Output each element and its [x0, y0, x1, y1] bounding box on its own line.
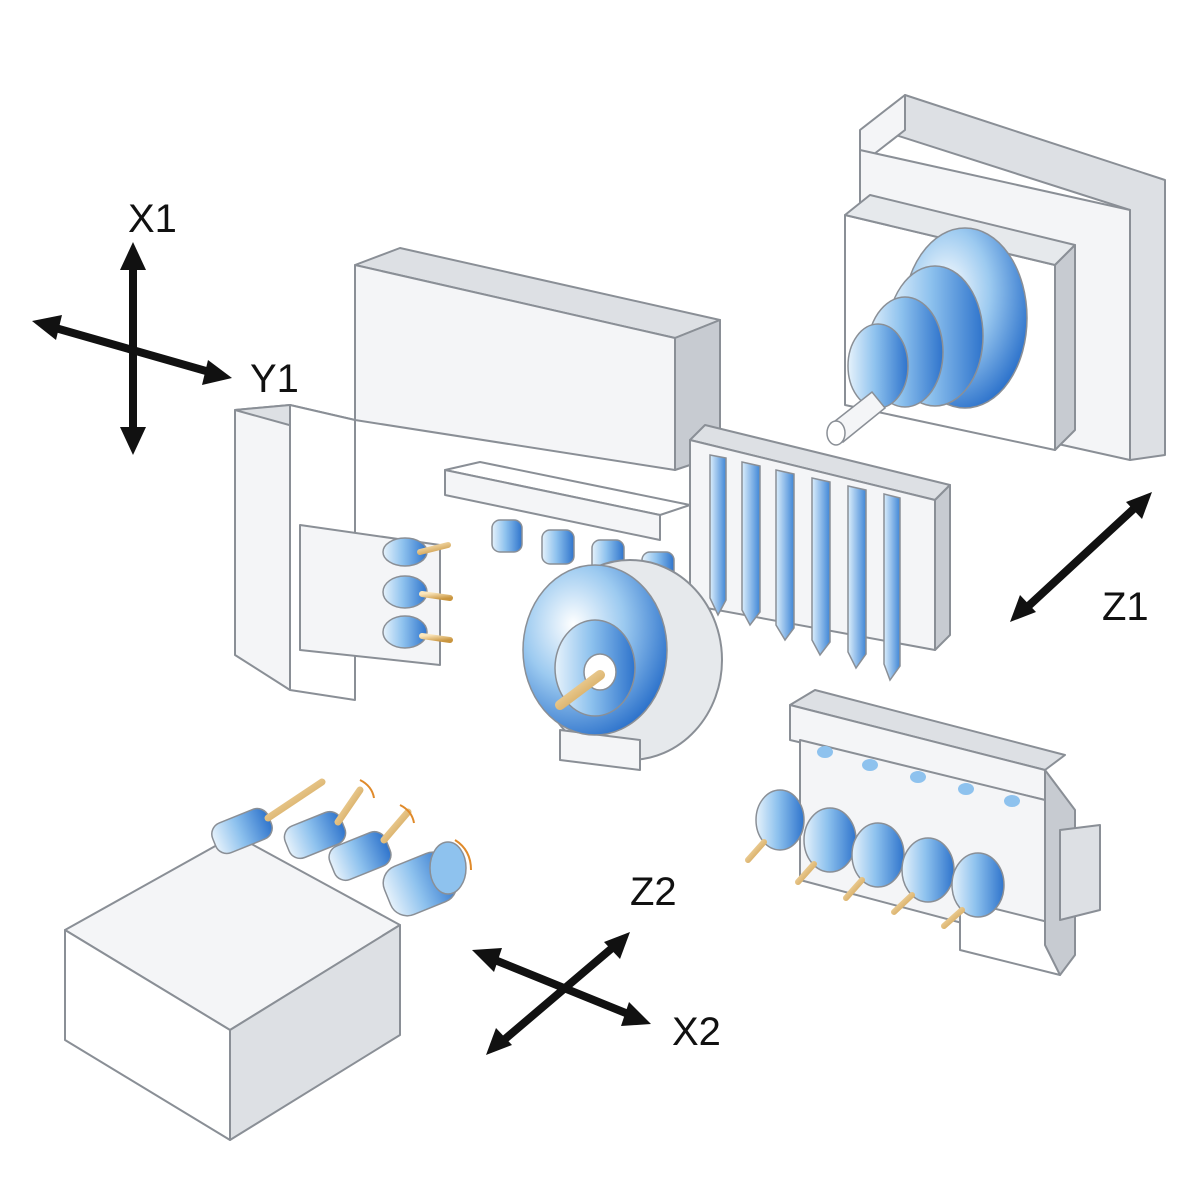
z2-arrowhead-up: [604, 932, 630, 959]
axis-z1: Z1: [1010, 492, 1152, 629]
sub-unit-tool-3: [328, 808, 412, 882]
z2-axis-arrow: [494, 939, 622, 1049]
turning-tool-holder: [689, 424, 951, 682]
z2-arrowhead-down: [486, 1028, 512, 1055]
axis-cross-z2-x2: Z2 X2: [472, 870, 721, 1055]
spindle-face-plate-side: [1054, 244, 1076, 451]
turning-tool-6: [883, 493, 901, 682]
back-post-tool-2: [795, 807, 857, 885]
x2-arrowhead-right: [621, 1002, 651, 1026]
coolant-port-4: [958, 783, 974, 795]
y1-axis-arrow: [41, 321, 224, 379]
back-post-tool-4: [891, 837, 955, 915]
sub-unit-tool-4: [382, 841, 467, 917]
x2-arrowhead-left: [472, 948, 502, 972]
x1-arrowhead-down: [120, 427, 146, 455]
back-post-flange: [1059, 824, 1101, 921]
rotation-marker-2: [399, 804, 415, 824]
workpiece-bar-end: [826, 420, 846, 446]
sub-unit-tool-2: [283, 786, 364, 860]
side-live-tool-3: [382, 615, 453, 649]
side-live-tool-2: [382, 575, 453, 609]
back-post-tool-5: [941, 852, 1005, 929]
center-drill: [555, 670, 605, 710]
y1-arrowhead-left: [32, 315, 62, 340]
rotation-marker-3: [454, 839, 472, 871]
main-spindle-headstock: [826, 94, 1166, 461]
turning-tool-3: [775, 469, 795, 642]
z1-arrowhead-up: [1126, 492, 1152, 519]
axis-cross-x1-y1: X1 Y1: [32, 197, 299, 455]
turning-tool-1: [709, 454, 727, 617]
main-spindle-ring-3: [847, 323, 909, 409]
x2-axis-arrow: [481, 952, 642, 1022]
back-post-tool-3: [843, 822, 905, 901]
sub-unit-tools: [211, 778, 472, 917]
turning-tool-5: [847, 485, 867, 670]
axis-label-y1: Y1: [250, 357, 299, 401]
sub-unit-tool-1: [211, 778, 326, 855]
axis-label-z1: Z1: [1102, 585, 1149, 629]
turning-tool-2: [741, 461, 761, 627]
coolant-port-1: [817, 746, 833, 758]
coolant-port-3: [910, 771, 926, 783]
guide-bushing-assembly: [522, 559, 723, 771]
coolant-port-2: [862, 759, 878, 771]
guide-bushing-base: [559, 729, 641, 771]
gang-tool-2: [541, 529, 575, 591]
left-mount-plate: [234, 404, 291, 691]
coolant-port-5: [1004, 795, 1020, 807]
z1-arrowhead-down: [1010, 595, 1036, 622]
back-post-tool-1: [745, 789, 805, 863]
side-live-tools: [382, 537, 453, 649]
gang-rail-front: [444, 469, 661, 541]
rotation-marker-1: [359, 779, 375, 799]
gang-tool-1: [491, 519, 523, 581]
turning-tool-4: [811, 477, 831, 657]
tool-holder-side: [934, 484, 951, 651]
axis-label-x2: X2: [672, 1010, 721, 1054]
y1-arrowhead-right: [202, 360, 232, 385]
sub-unit-side-face: [229, 924, 401, 1141]
axis-label-z2: Z2: [630, 870, 677, 914]
sub-spindle-unit: [64, 834, 401, 1141]
x1-arrowhead-up: [120, 242, 146, 270]
axis-label-x1: X1: [128, 197, 177, 241]
z1-axis-arrow: [1018, 499, 1144, 616]
side-live-tool-1: [382, 537, 451, 567]
back-post-tools: [745, 789, 1005, 929]
